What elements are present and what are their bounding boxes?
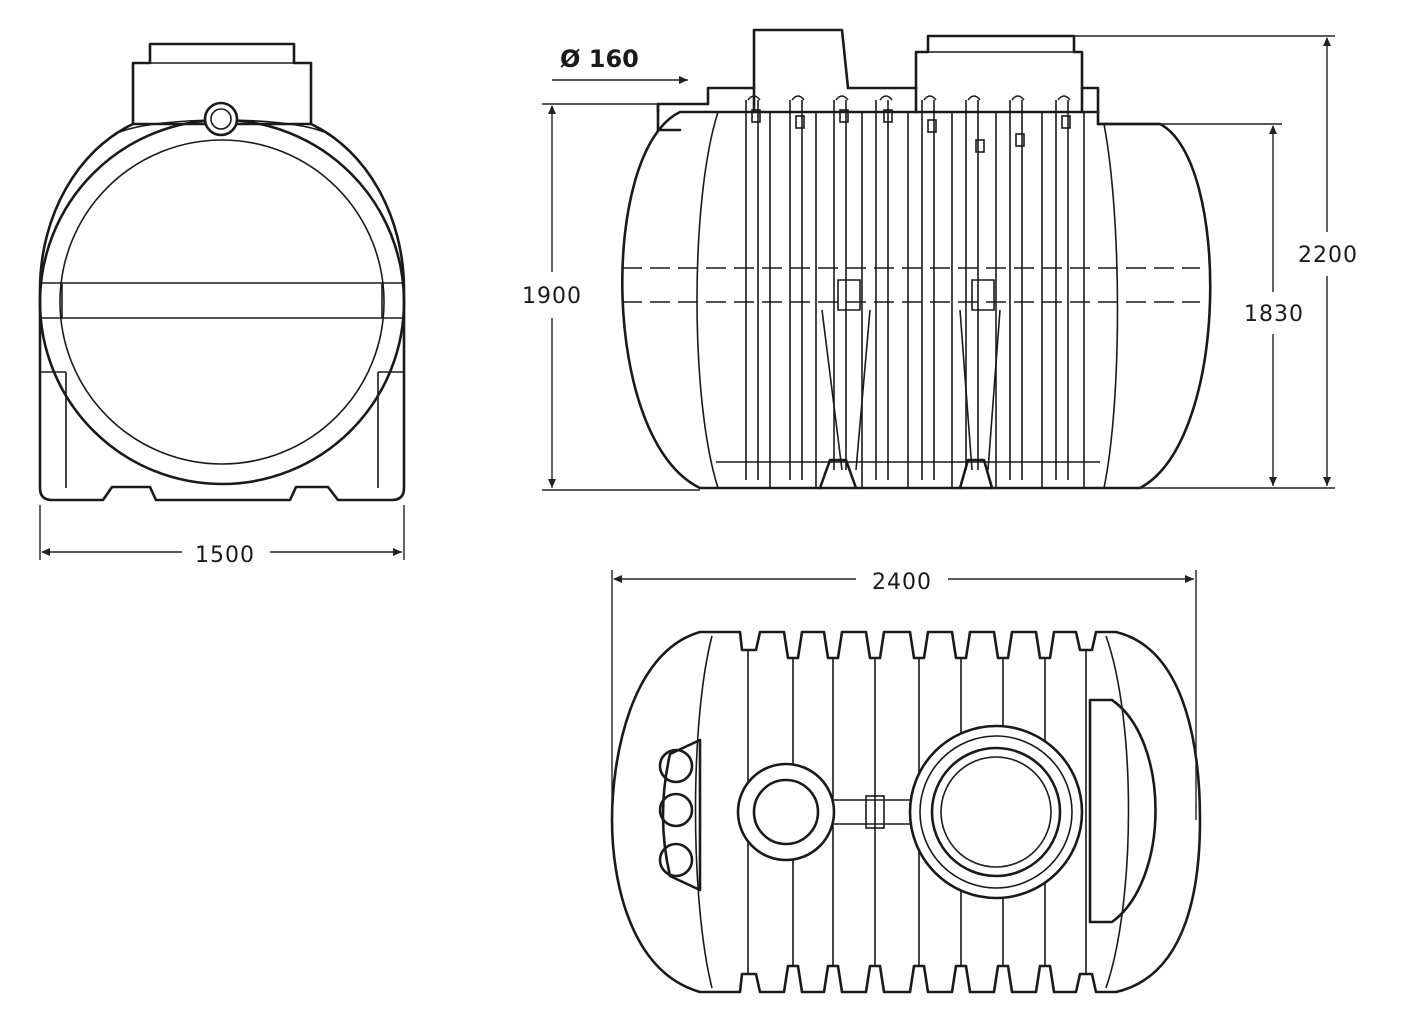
dimension-1500: 1500 <box>39 505 405 568</box>
small-manhole <box>752 28 850 114</box>
top-view-body <box>610 630 1202 994</box>
port-icon <box>658 842 694 878</box>
side-view-body <box>621 110 1212 490</box>
small-riser-inner <box>752 778 820 846</box>
port-icon <box>658 792 694 828</box>
end-view-neck <box>131 42 313 126</box>
large-manhole <box>914 34 1084 114</box>
length-label: 2400 <box>872 570 932 595</box>
dimension-1900: 1900 <box>522 103 700 491</box>
port-icon <box>658 748 694 784</box>
top-view <box>610 630 1202 994</box>
side-view-ribs <box>745 100 1085 488</box>
width-side-label: 1500 <box>195 543 255 568</box>
end-view <box>38 42 406 502</box>
height-total-label: 2200 <box>1298 243 1358 268</box>
inlet-pipe-icon <box>203 101 239 137</box>
large-riser-inner <box>930 746 1062 878</box>
side-view <box>621 28 1212 490</box>
height-body-left-label: 1900 <box>522 284 582 309</box>
dimension-1830: 1830 <box>1140 123 1335 489</box>
end-view-body <box>38 122 406 502</box>
small-riser-outer <box>736 762 836 862</box>
dimension-2400: 2400 <box>611 570 1197 820</box>
inlet-annotation: Ø 160 <box>552 45 688 84</box>
end-view-outer-ring <box>38 118 406 486</box>
height-body-right-label: 1830 <box>1244 302 1304 327</box>
end-view-inner-ring <box>59 139 385 465</box>
dimension-2200: 2200 <box>1074 35 1358 486</box>
inlet-diameter-label: Ø 160 <box>560 45 639 73</box>
top-view-hatch <box>1088 698 1157 924</box>
large-riser-outer <box>908 724 1084 900</box>
